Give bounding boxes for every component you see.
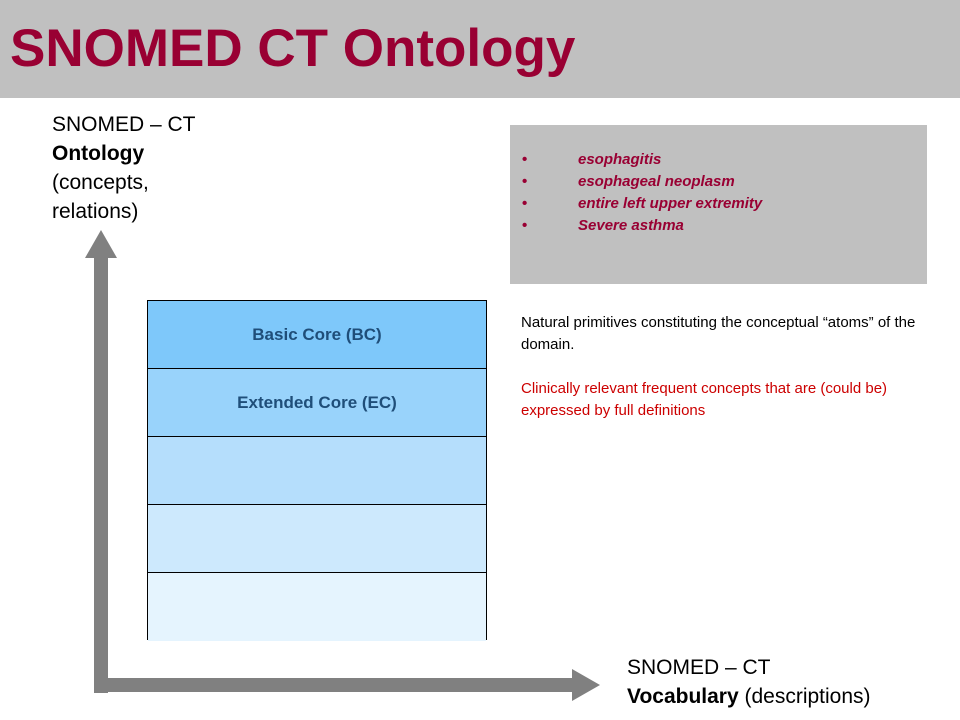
horizontal-axis-label-vocabulary: Vocabulary — [627, 685, 739, 708]
horizontal-axis-label-line2: Vocabulary (descriptions) — [627, 682, 871, 711]
example-term: entire left upper extremity — [578, 195, 763, 212]
layer-basic-core: Basic Core (BC) — [148, 301, 486, 369]
concept-layer-stack: Basic Core (BC) Extended Core (EC) — [147, 300, 487, 641]
layer-3 — [148, 437, 486, 505]
horizontal-axis-label-descriptions: (descriptions) — [738, 685, 871, 708]
layer-descriptions: Natural primitives constituting the conc… — [521, 312, 921, 444]
list-item: • Severe asthma — [522, 215, 927, 237]
bullet: • — [522, 217, 528, 234]
list-item: • entire left upper extremity — [522, 193, 927, 215]
title-band — [0, 0, 960, 98]
list-item: • esophageal neoplasm — [522, 171, 927, 193]
layer-label: Extended Core (EC) — [237, 392, 397, 412]
slide-title: SNOMED CT Ontology — [10, 19, 576, 78]
vertical-axis-label-line1: SNOMED – CT — [52, 113, 196, 136]
vertical-axis-label-line4: relations) — [52, 200, 139, 223]
bullet: • — [522, 151, 528, 168]
horizontal-axis-arrow — [108, 669, 600, 701]
layer-extended-core: Extended Core (EC) — [148, 369, 486, 437]
layer-label: Basic Core (BC) — [252, 324, 382, 344]
vertical-axis-label: SNOMED – CT Ontology (concepts, relation… — [52, 110, 196, 226]
horizontal-axis-label: SNOMED – CT Vocabulary (descriptions) — [627, 653, 871, 711]
vertical-axis-label-line3: (concepts, — [52, 171, 149, 194]
horizontal-axis-label-line1: SNOMED – CT — [627, 656, 771, 679]
examples-box: • esophagitis • esophageal neoplasm • en… — [510, 125, 927, 284]
bullet: • — [522, 195, 528, 212]
vertical-axis-arrow — [85, 230, 117, 693]
list-item: • esophagitis — [522, 149, 927, 171]
example-term: Severe asthma — [578, 217, 684, 234]
basic-core-description: Natural primitives constituting the conc… — [521, 314, 916, 353]
example-term: esophagitis — [578, 151, 662, 168]
bullet: • — [522, 173, 528, 190]
extended-core-description: Clinically relevant frequent concepts th… — [521, 380, 888, 419]
examples-list: • esophagitis • esophageal neoplasm • en… — [522, 149, 927, 237]
example-term: esophageal neoplasm — [578, 173, 735, 190]
layer-5 — [148, 573, 486, 641]
vertical-axis-label-ontology: Ontology — [52, 142, 145, 165]
layer-4 — [148, 505, 486, 573]
